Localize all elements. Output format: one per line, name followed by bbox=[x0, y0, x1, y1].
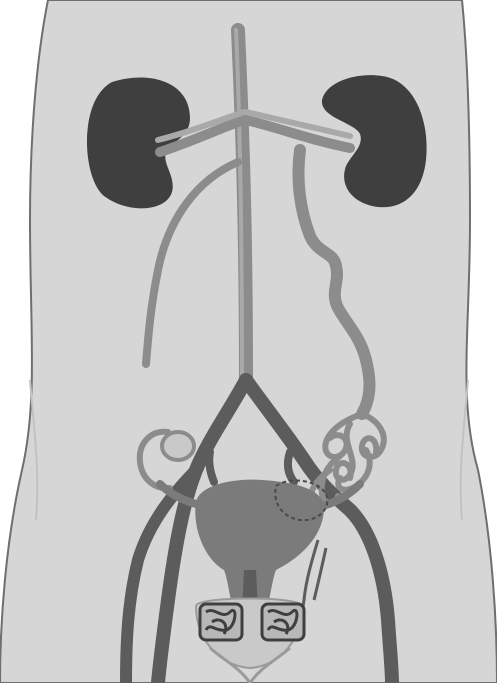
internal-iliac-stub bbox=[209, 452, 214, 482]
